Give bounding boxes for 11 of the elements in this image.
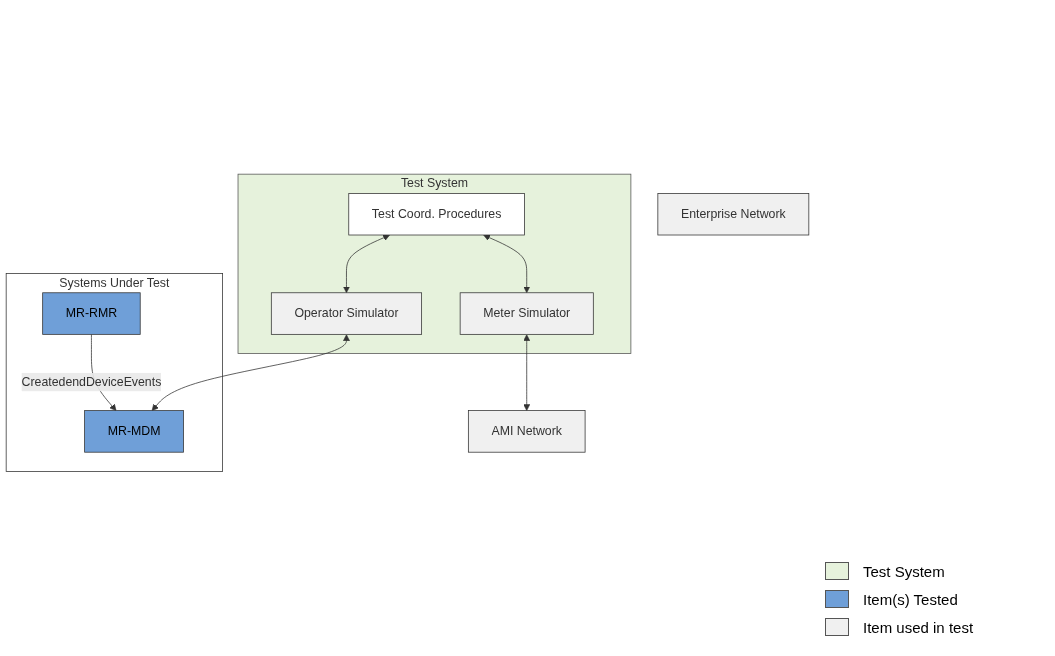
legend-label: Item used in test <box>863 618 974 636</box>
node-box: AMI Network <box>467 410 586 453</box>
node-box: MR-RMR <box>42 292 141 335</box>
node-box: Meter Simulator <box>459 292 594 335</box>
edge-label: CreatedendDeviceEvents <box>21 375 162 389</box>
node-box: Test Coord. Procedures <box>348 193 525 236</box>
legend-label: Test System <box>863 562 945 580</box>
node-box: Enterprise Network <box>657 193 810 236</box>
legend-label: Item(s) Tested <box>863 590 958 608</box>
node-box: Operator Simulator <box>270 292 422 335</box>
node-box: MR-MDM <box>84 410 184 453</box>
